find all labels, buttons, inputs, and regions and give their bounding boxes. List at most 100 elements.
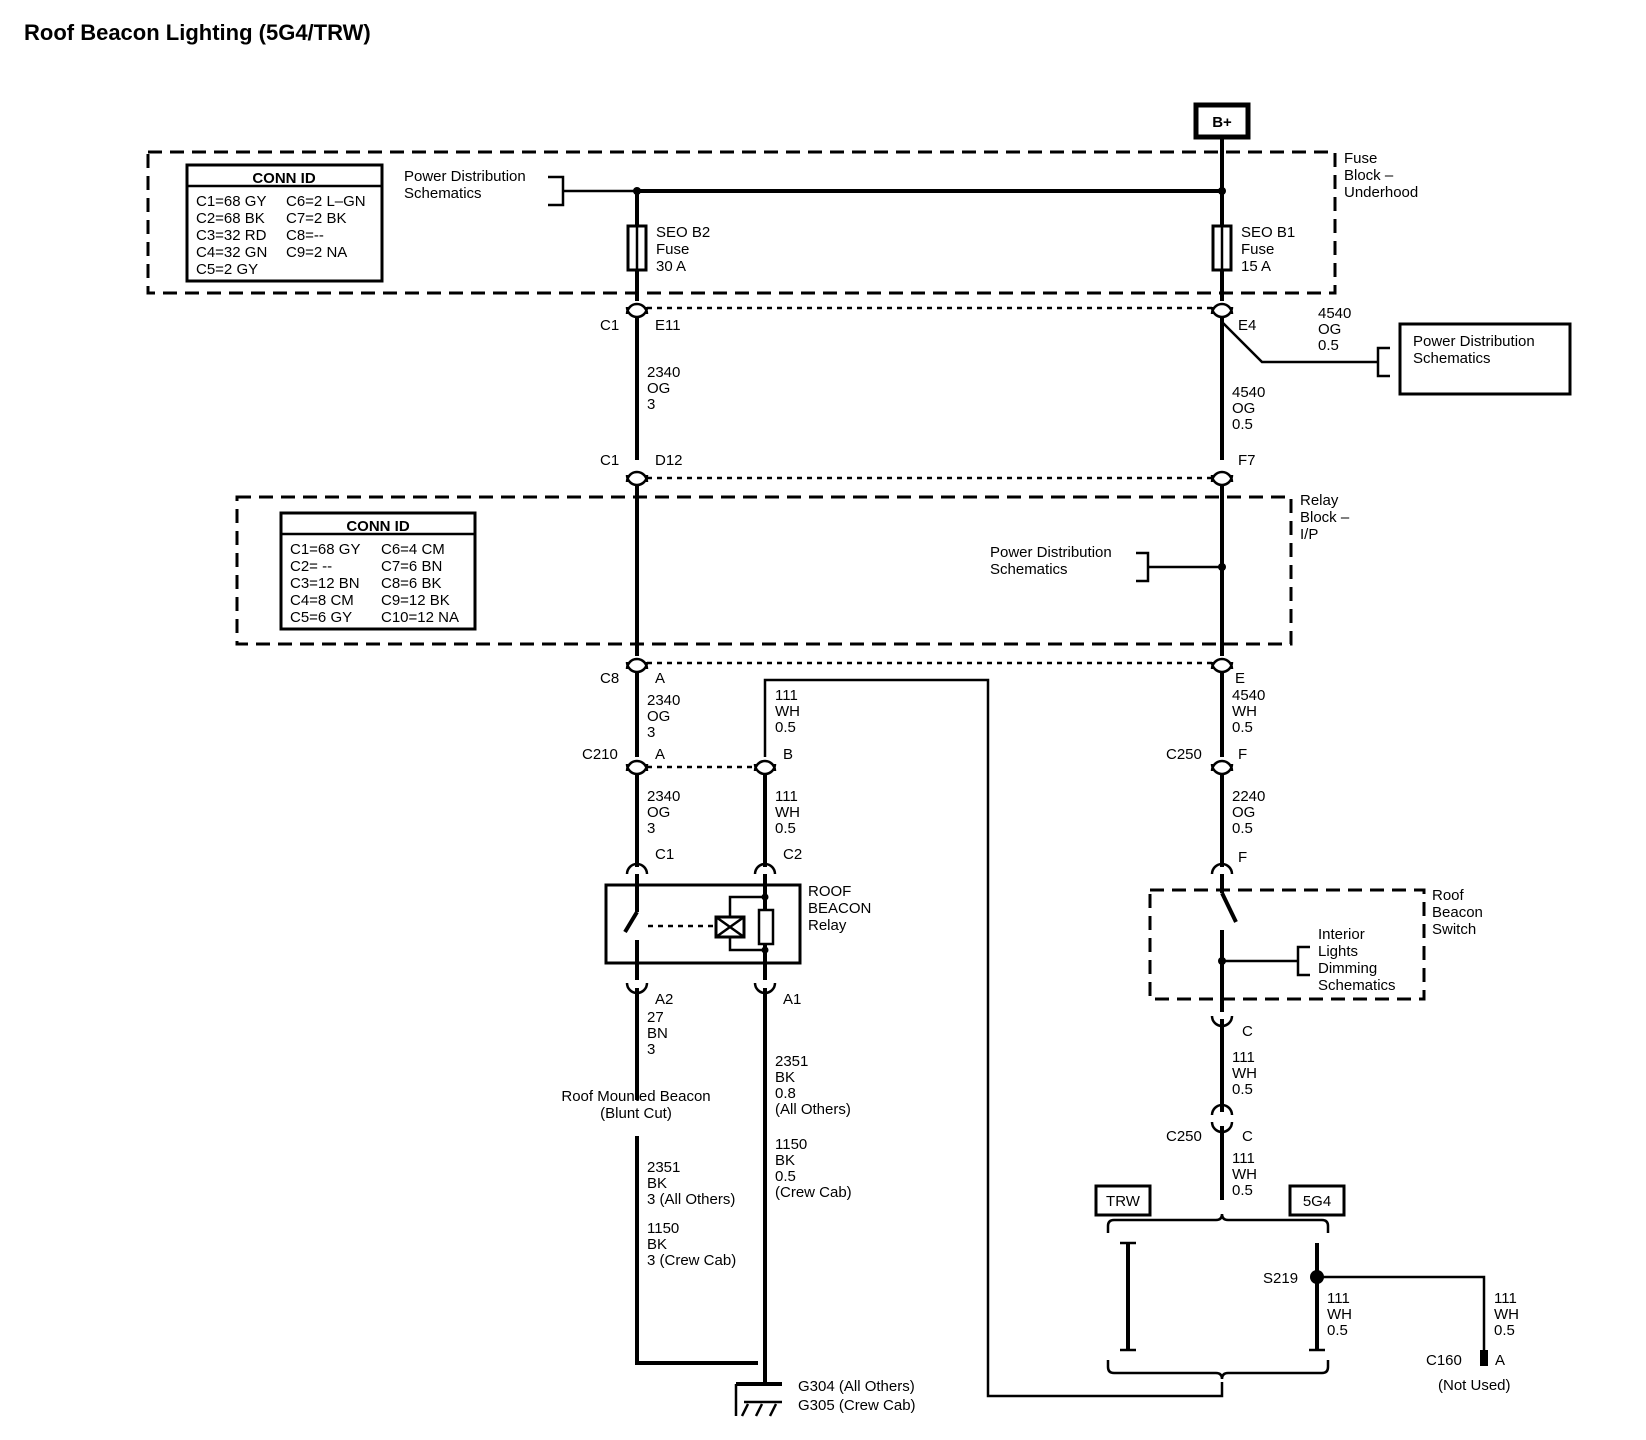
svg-text:OG: OG: [647, 380, 670, 397]
svg-text:Power Distribution: Power Distribution: [990, 544, 1112, 561]
svg-text:C8: C8: [600, 670, 619, 687]
svg-text:0.5: 0.5: [775, 1168, 796, 1185]
roof-beacon-relay-label: ROOF BEACON Relay: [808, 883, 871, 934]
svg-text:B: B: [783, 746, 793, 763]
svg-text:F: F: [1238, 849, 1247, 866]
svg-text:D12: D12: [655, 452, 683, 469]
svg-text:BEACON: BEACON: [808, 900, 871, 917]
svg-text:A2: A2: [655, 991, 673, 1008]
svg-text:27: 27: [647, 1009, 664, 1026]
svg-text:Block –: Block –: [1344, 167, 1394, 184]
svg-text:2351: 2351: [647, 1159, 680, 1176]
roof-beacon-relay: [604, 874, 802, 980]
svg-text:3: 3: [647, 820, 655, 837]
svg-text:C9=2 NA: C9=2 NA: [286, 244, 347, 261]
svg-text:(Crew Cab): (Crew Cab): [775, 1184, 852, 1201]
svg-text:C3=32 RD: C3=32 RD: [196, 227, 267, 244]
relay-block-ip-label: Relay Block – I/P: [1300, 492, 1350, 543]
svg-text:0.5: 0.5: [1494, 1322, 1515, 1339]
wire-4540-og-0-5: 4540 OG 0.5: [1232, 384, 1265, 433]
svg-text:Schematics: Schematics: [1413, 350, 1491, 367]
option-trw: TRW: [1094, 1184, 1152, 1217]
svg-text:Beacon: Beacon: [1432, 904, 1483, 921]
wire-2340-og-3-mid: 2340 OG 3: [647, 692, 680, 741]
svg-text:111: 111: [1327, 1290, 1350, 1307]
svg-text:4540: 4540: [1232, 384, 1265, 401]
svg-text:2340: 2340: [647, 364, 680, 381]
svg-text:WH: WH: [1232, 1065, 1257, 1082]
fuse-block-underhood-outline: [146, 150, 1337, 295]
svg-text:Dimming: Dimming: [1318, 960, 1377, 977]
svg-text:0.5: 0.5: [775, 820, 796, 837]
svg-text:Schematics: Schematics: [990, 561, 1068, 578]
svg-text:0.5: 0.5: [775, 719, 796, 736]
svg-text:C2= --: C2= --: [290, 558, 332, 575]
svg-text:3: 3: [647, 724, 655, 741]
svg-text:I/P: I/P: [1300, 526, 1318, 543]
wire-111-wh-low: 111 WH 0.5: [775, 788, 800, 837]
svg-text:F7: F7: [1238, 452, 1256, 469]
wire-4540-wh-0-5: 4540 WH 0.5: [1232, 687, 1265, 736]
fuse-seo-b2-label: SEO B2 Fuse 30 A: [656, 224, 710, 275]
svg-text:WH: WH: [775, 703, 800, 720]
svg-text:C210: C210: [582, 746, 618, 763]
svg-text:C7=2 BK: C7=2 BK: [286, 210, 346, 227]
option-5g4: 5G4: [1288, 1184, 1346, 1217]
svg-text:111: 111: [1494, 1290, 1517, 1307]
svg-text:E11: E11: [655, 317, 681, 334]
ground-g304-g305: G304 (All Others) G305 (Crew Cab): [734, 1378, 916, 1417]
svg-text:OG: OG: [647, 804, 670, 821]
svg-text:C2=68 BK: C2=68 BK: [196, 210, 265, 227]
wire-111-wh-c160: 111 WH 0.5: [1494, 1290, 1519, 1339]
svg-text:C: C: [1242, 1128, 1253, 1145]
connector-c250-f: C250 F: [1166, 746, 1247, 776]
svg-text:BK: BK: [775, 1152, 795, 1169]
svg-text:Interior: Interior: [1318, 926, 1365, 943]
svg-text:SEO B1: SEO B1: [1241, 224, 1295, 241]
svg-text:(All Others): (All Others): [775, 1101, 851, 1118]
svg-text:111: 111: [775, 788, 798, 805]
roof-beacon-switch: [1218, 874, 1310, 1012]
conn-id-table-1: CONN ID C1=68 GY C6=2 L–GN C2=68 BK C7=2…: [185, 163, 384, 283]
bus-node-right: [1218, 187, 1226, 195]
svg-text:2340: 2340: [647, 692, 680, 709]
svg-text:C4=32 GN: C4=32 GN: [196, 244, 267, 261]
svg-text:C250: C250: [1166, 1128, 1202, 1145]
svg-text:SEO B2: SEO B2: [656, 224, 710, 241]
svg-text:BK: BK: [647, 1175, 667, 1192]
wire-2240-og-0-5: 2240 OG 0.5: [1232, 788, 1265, 837]
wire-1150-bk-0-5: 1150 BK 0.5 (Crew Cab): [775, 1136, 852, 1201]
svg-text:4540: 4540: [1232, 687, 1265, 704]
svg-text:C4=8 CM: C4=8 CM: [290, 592, 354, 609]
svg-text:0.5: 0.5: [1232, 719, 1253, 736]
svg-text:WH: WH: [1232, 703, 1257, 720]
svg-text:C3=12 BN: C3=12 BN: [290, 575, 360, 592]
connector-e: E: [1210, 657, 1245, 687]
svg-text:C: C: [1242, 1023, 1253, 1040]
roof-beacon-switch-outline: [1148, 888, 1426, 1001]
svg-text:C10=12 NA: C10=12 NA: [381, 609, 459, 626]
connector-relay-a2-a1: A2 A1: [625, 982, 801, 1008]
svg-text:Switch: Switch: [1432, 921, 1476, 938]
power-distribution-ref-relay: Power Distribution Schematics: [990, 544, 1226, 583]
svg-text:CONN ID: CONN ID: [346, 518, 410, 535]
svg-text:Schematics: Schematics: [404, 185, 482, 202]
svg-text:OG: OG: [1232, 400, 1255, 417]
svg-text:WH: WH: [775, 804, 800, 821]
splice-s219: S219: [1263, 1270, 1486, 1350]
svg-text:BK: BK: [775, 1069, 795, 1086]
svg-text:111: 111: [1232, 1150, 1255, 1167]
wire-111-wh-c250: 111 WH 0.5: [1232, 1150, 1257, 1199]
wire-111-wh-switch: 111 WH 0.5: [1232, 1049, 1257, 1098]
svg-text:C1=68 GY: C1=68 GY: [290, 541, 360, 558]
svg-text:A: A: [655, 746, 665, 763]
svg-text:E4: E4: [1238, 317, 1256, 334]
svg-text:4540: 4540: [1318, 305, 1351, 322]
power-distribution-ref-right: Power Distribution Schematics: [1376, 322, 1572, 396]
svg-text:30 A: 30 A: [656, 258, 686, 275]
svg-text:WH: WH: [1494, 1306, 1519, 1323]
svg-text:C9=12 BK: C9=12 BK: [381, 592, 450, 609]
svg-text:0.5: 0.5: [1327, 1322, 1348, 1339]
svg-text:C6=4 CM: C6=4 CM: [381, 541, 445, 558]
svg-text:1150: 1150: [775, 1136, 807, 1153]
